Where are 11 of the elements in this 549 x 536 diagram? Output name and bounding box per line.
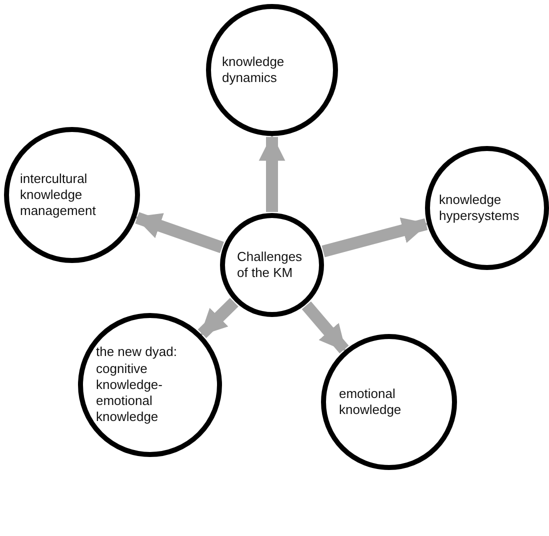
block-arrow [258, 134, 286, 212]
node-label: knowledge hypersystems [439, 192, 520, 224]
block-arrow [134, 212, 224, 254]
block-arrow [322, 217, 429, 258]
node-label: the new dyad: cognitive knowledge-emotional knowledge [96, 344, 178, 426]
block-arrow [198, 298, 238, 338]
block-arrow [302, 301, 349, 354]
node-label: emotional knowledge [339, 386, 402, 418]
node-label: knowledge dynamics [222, 54, 286, 86]
node-label: Challenges of the KM [237, 248, 304, 282]
node-label: intercultural knowledge management [20, 170, 97, 220]
